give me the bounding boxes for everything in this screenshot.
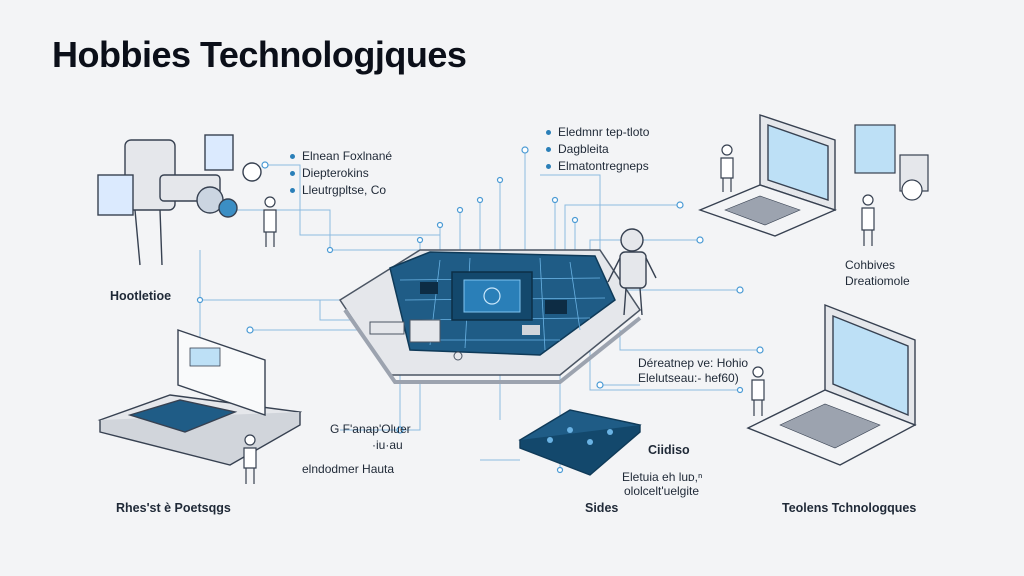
list-top-left: Elnean Foxlnané Diepterokins Lleutrgplts… [290,148,392,199]
board-bottom-left [97,329,303,466]
list-top-center: Eledmnr tep-tloto Dagbleita Elmatontregn… [546,124,649,175]
screen-panel-top-right [854,124,929,201]
label-left-hub: Hootletioe [110,289,172,303]
list-item: Elmatontregneps [546,158,649,175]
list-item: Eledmnr tep-tloto [546,124,649,141]
label-mid-left-3: elndodmer Hauta [302,462,395,476]
person-figure-1 [263,196,277,247]
label-bottom-center-1: Ciidiso [648,443,690,457]
label-bottom-center-2: Eletuia eh luᴅ,ⁿ [622,470,703,484]
label-bottom-center-3: ololcelt'uelgite [624,484,700,498]
label-mid-left-1: G F'anap'Oluer [330,422,411,436]
caption-right: Teolens Tchnologques [782,501,917,515]
robot-humanoid-center [607,228,657,316]
robot-arm-left [97,134,262,266]
list-item: Elnean Foxlnané [290,148,392,165]
list-item: Diepterokins [290,165,392,182]
page-title: Hobbies Technologjques [52,34,467,75]
label-mid-right-1: Déreatnep ve: Hohio [638,356,749,370]
central-circuit-device [338,249,642,384]
person-figure-4 [751,366,765,416]
label-mid-left-2: ·iu·au [372,438,403,452]
list-item: Dagbleita [546,141,649,158]
laptop-bottom-right [746,303,917,466]
label-right-hub-1: Cohbives [845,258,896,272]
caption-left: Rhes'st è Poetsqgs [116,501,231,515]
caption-center: Sides [585,501,619,515]
laptop-top-right [698,114,837,237]
label-mid-right-2: Elelutseau:- hef60) [638,371,739,385]
label-right-hub-2: Dreatiomole [845,274,910,288]
board-bottom-center [518,409,642,476]
person-figure-3 [243,434,257,484]
person-figure-2 [720,144,875,246]
list-item: Lleutrgpltse, Co [290,182,392,199]
